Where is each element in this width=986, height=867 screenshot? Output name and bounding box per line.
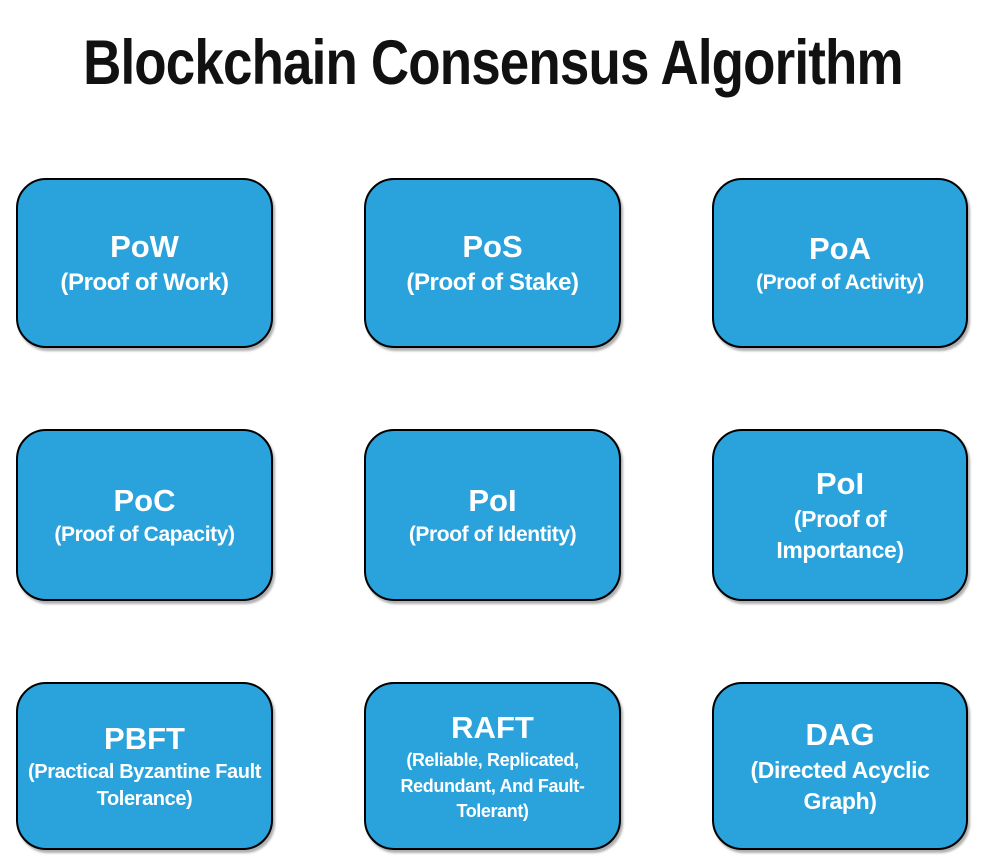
box-full-name: (Reliable, Replicated, Redundant, And Fa… bbox=[400, 750, 585, 821]
box-full-name: (Directed Acyclic Graph) bbox=[750, 757, 930, 815]
consensus-box-poi-importance: PoI (Proof of Importance) bbox=[712, 429, 968, 601]
box-abbr: DAG bbox=[805, 716, 875, 752]
box-abbr: PoS bbox=[462, 228, 523, 264]
box-abbr: PoA bbox=[809, 230, 871, 266]
box-abbr: PBFT bbox=[104, 720, 185, 756]
box-abbr: PoI bbox=[815, 465, 865, 501]
consensus-box-dag: DAG (Directed Acyclic Graph) bbox=[712, 682, 968, 850]
consensus-box-poc: PoC (Proof of Capacity) bbox=[16, 429, 273, 601]
page-title: Blockchain Consensus Algorithm bbox=[0, 30, 986, 96]
consensus-grid: PoW (Proof of Work) PoS (Proof of Stake)… bbox=[16, 178, 968, 850]
box-abbr: PoW bbox=[110, 228, 179, 264]
box-full-name: (Proof of Stake) bbox=[406, 268, 579, 296]
box-full-name: (Practical Byzantine Fault Tolerance) bbox=[28, 761, 261, 811]
page-title-text: Blockchain Consensus Algorithm bbox=[83, 28, 904, 98]
consensus-box-pow: PoW (Proof of Work) bbox=[16, 178, 273, 348]
consensus-box-raft: RAFT (Reliable, Replicated, Redundant, A… bbox=[364, 682, 621, 850]
consensus-box-poi-identity: PoI (Proof of Identity) bbox=[364, 429, 621, 601]
box-full-name: (Proof of Capacity) bbox=[54, 522, 235, 546]
box-full-name: (Proof of Importance) bbox=[776, 506, 904, 564]
box-full-name: (Proof of Identity) bbox=[408, 522, 577, 546]
box-full-name: (Proof of Activity) bbox=[756, 270, 924, 294]
consensus-box-pbft: PBFT (Practical Byzantine Fault Toleranc… bbox=[16, 682, 273, 850]
box-abbr: RAFT bbox=[451, 710, 534, 746]
consensus-box-pos: PoS (Proof of Stake) bbox=[364, 178, 621, 348]
box-full-name: (Proof of Work) bbox=[60, 268, 229, 296]
box-abbr: PoI bbox=[468, 482, 517, 518]
box-abbr: PoC bbox=[113, 482, 176, 518]
consensus-box-poa: PoA (Proof of Activity) bbox=[712, 178, 968, 348]
